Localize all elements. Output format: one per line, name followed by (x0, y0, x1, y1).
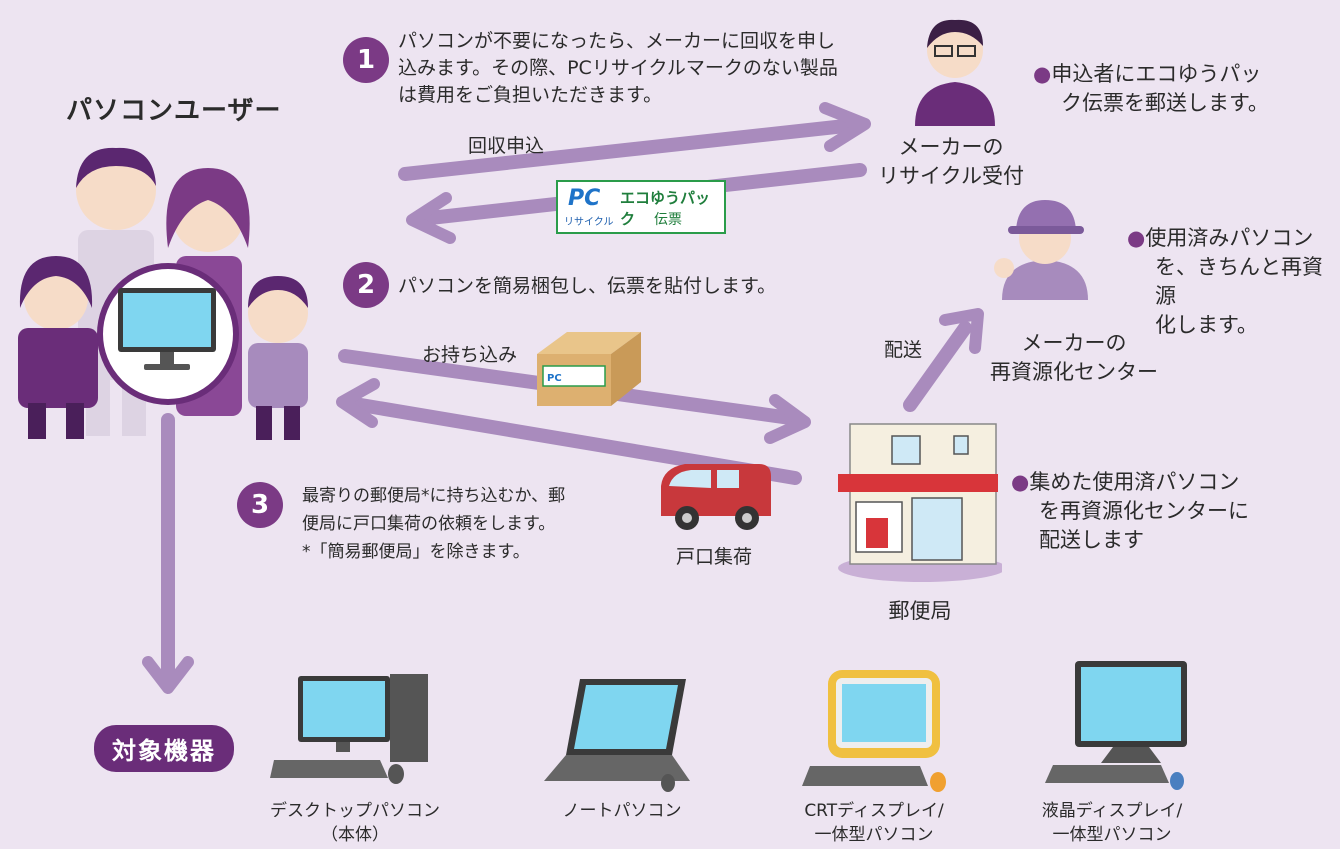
device-lcd-label: 液晶ディスプレイ/ 一体型パソコン (1012, 799, 1212, 847)
step-1-text: パソコンが不要になったら、メーカーに回収を申し 込みます。その際、PCリサイクル… (398, 28, 838, 109)
recycle-note-line-3: 化します。 (1155, 313, 1258, 337)
notebook-pc-icon (544, 679, 690, 792)
pickup-return-arrow-head (336, 378, 380, 428)
family-illustration (18, 147, 308, 440)
pickup-label: 戸口集荷 (676, 546, 753, 568)
device-lcd-line-2: 一体型パソコン (1052, 825, 1172, 845)
step-1-line-2: 込みます。その際、PCリサイクルマークのない製品 (398, 57, 838, 79)
step-3-text: 最寄りの郵便局*に持ち込むか、郵 便局に戸口集荷の依頼をします。 *「簡易郵便局… (302, 482, 565, 566)
step-3-line-1: 最寄りの郵便局*に持ち込むか、郵 (302, 486, 566, 506)
maker-reception-line-2: リサイクル受付 (878, 164, 1024, 188)
slip-line-2: 伝票 (654, 212, 682, 228)
step-1-line-3: は費用をご負担いただきます。 (398, 84, 663, 106)
maker-note: 申込者にエコゆうパッ ク伝票を郵送します。 (1033, 60, 1269, 118)
step-1-badge: 1 (343, 37, 389, 83)
post-office-icon (838, 423, 1002, 582)
post-office-label: 郵便局 (888, 599, 952, 623)
ship-arrow-line (903, 321, 972, 412)
svg-text:PC: PC (547, 373, 562, 384)
recycle-center-line-2: 再資源化センター (990, 360, 1158, 384)
user-title: パソコンユーザー (66, 96, 282, 126)
slip-return-arrow-head (406, 192, 456, 244)
device-notebook-label: ノートパソコン (562, 801, 682, 821)
maker-note-line-2: ク伝票を郵送します。 (1061, 91, 1269, 115)
step-2-badge: 2 (343, 262, 389, 308)
recycle-center-label: メーカーの 再資源化センター (984, 329, 1164, 387)
maker-reception-line-1: メーカーの (898, 135, 1004, 159)
desktop-pc-icon (270, 674, 428, 784)
bring-label: お持ち込み (422, 344, 518, 366)
slip-line-1: エコゆうパック (620, 189, 711, 228)
recycle-note: 使用済みパソコン を、きちんと再資源 化します。 (1127, 224, 1340, 340)
recycle-center-line-1: メーカーの (1021, 331, 1127, 355)
post-note-line-3: 配送します (1039, 528, 1144, 552)
pc-recycle-sub: リサイクル (564, 217, 614, 228)
ship-label: 配送 (884, 339, 923, 361)
device-desktop-label: デスクトップパソコン （本体） (255, 799, 455, 847)
post-note: 集めた使用済パソコン を再資源化センターに 配送します (1011, 468, 1249, 555)
apply-arrow-head (819, 102, 871, 152)
target-arrow-head (142, 656, 194, 694)
device-crt-line-1: CRTディスプレイ/ (804, 801, 944, 821)
step-1-line-1: パソコンが不要になったら、メーカーに回収を申し (398, 30, 836, 52)
step-3-line-2: 便局に戸口集荷の依頼をします。 (302, 514, 556, 534)
maker-reception-label: メーカーの リサイクル受付 (866, 133, 1036, 191)
recycle-center-worker-icon (994, 200, 1088, 300)
bring-arrow-head (764, 394, 811, 444)
target-devices-pill: 対象機器 (94, 725, 234, 772)
lcd-display-icon (1045, 661, 1187, 790)
device-desktop-line-2: （本体） (321, 825, 389, 845)
device-crt-line-2: 一体型パソコン (814, 825, 934, 845)
step-3-badge: 3 (237, 482, 283, 528)
maker-note-line-1: 申込者にエコゆうパッ (1033, 60, 1269, 89)
pc-recycle-mark: PC (568, 186, 601, 211)
post-note-line-1: 集めた使用済パソコン (1011, 468, 1249, 497)
device-crt-label: CRTディスプレイ/ 一体型パソコン (774, 799, 974, 847)
crt-display-icon (802, 670, 946, 792)
apply-arrow-line (398, 119, 852, 181)
ship-arrow-head (939, 308, 984, 354)
apply-label: 回収申込 (468, 135, 545, 157)
eco-pack-slip: PC リサイクル エコゆうパック 伝票 (556, 180, 726, 234)
post-note-line-2: を再資源化センターに (1039, 499, 1249, 523)
recycle-note-line-2: を、きちんと再資源 (1155, 255, 1323, 308)
recycle-note-line-1: 使用済みパソコン (1127, 224, 1340, 253)
postal-van-icon (661, 464, 771, 530)
cardboard-box-icon: PC (537, 332, 641, 406)
device-lcd-line-1: 液晶ディスプレイ/ (1041, 801, 1183, 821)
step-3-line-3: *「簡易郵便局」を除きます。 (302, 542, 530, 562)
device-desktop-line-1: デスクトップパソコン (270, 801, 440, 821)
step-2-text: パソコンを簡易梱包し、伝票を貼付します。 (398, 275, 777, 297)
maker-reception-icon (915, 19, 995, 126)
